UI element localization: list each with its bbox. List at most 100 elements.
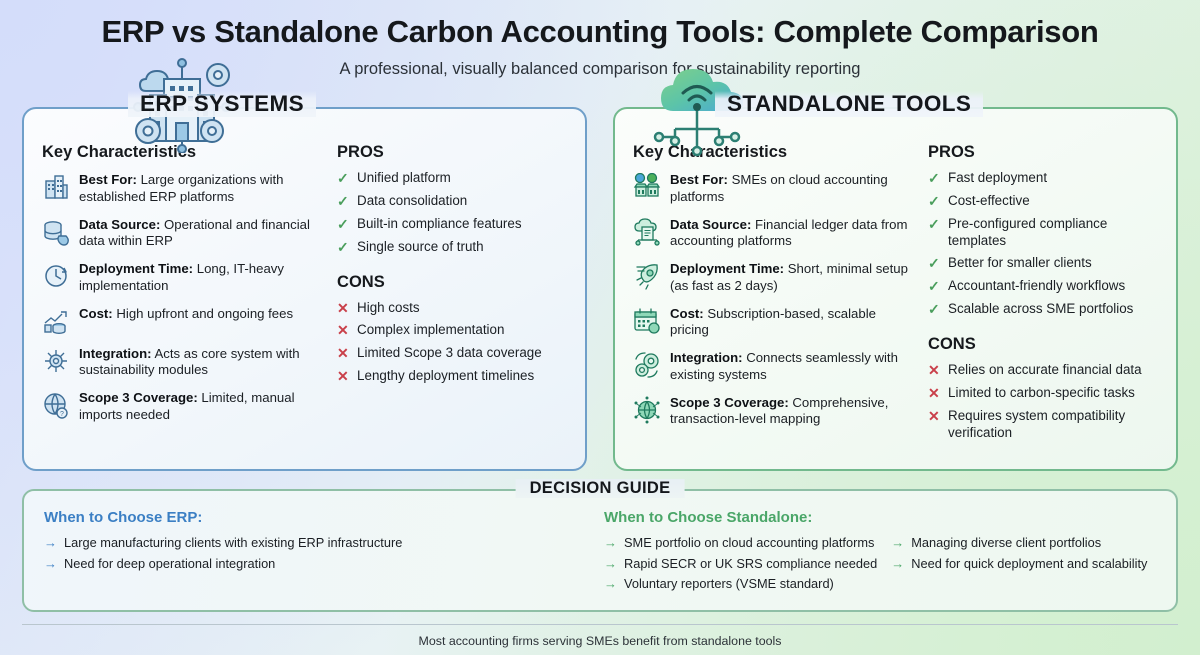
page-header: ERP vs Standalone Carbon Accounting Tool… bbox=[0, 0, 1200, 79]
erp-key-heading: Key Characteristics bbox=[42, 143, 197, 161]
database-money-icon bbox=[42, 218, 70, 246]
guide-list-item: →Voluntary reporters (VSME standard) bbox=[604, 576, 834, 592]
standalone-con-item: ✕Limited to carbon-specific tasks bbox=[928, 384, 1135, 401]
decision-guide-panel: DECISION GUIDE When to Choose ERP: →Larg… bbox=[22, 479, 1178, 612]
check-icon: ✓ bbox=[928, 192, 940, 209]
comparison-panels: ERP SYSTEMS Key Characteristics Best For… bbox=[0, 58, 1200, 471]
standalone-key-characteristics: Key Characteristics Best For: SMEs on cl… bbox=[633, 143, 914, 446]
cross-icon: ✕ bbox=[337, 322, 349, 339]
cross-icon: ✕ bbox=[337, 345, 349, 362]
globe-question-icon: ? bbox=[42, 391, 70, 419]
erp-panel-title: ERP SYSTEMS bbox=[128, 91, 317, 117]
guide-standalone-list-2: →Managing diverse client portfolios →Nee… bbox=[891, 534, 1147, 596]
footer-divider bbox=[22, 623, 1178, 625]
erp-key-item: ? Scope 3 Coverage: Limited, manual impo… bbox=[42, 390, 323, 424]
erp-key-item: Deployment Time: Long, IT-heavy implemen… bbox=[42, 261, 323, 295]
standalone-key-text: Deployment Time: Short, minimal setup (a… bbox=[670, 261, 908, 293]
arrow-icon: → bbox=[604, 576, 617, 592]
page-title: ERP vs Standalone Carbon Accounting Tool… bbox=[101, 14, 1099, 49]
standalone-key-item: Best For: SMEs on cloud accounting platf… bbox=[633, 172, 914, 206]
erp-panel: ERP SYSTEMS Key Characteristics Best For… bbox=[22, 58, 587, 471]
cross-icon: ✕ bbox=[337, 368, 349, 385]
erp-con-item: ✕High costs bbox=[337, 299, 420, 316]
erp-cons-heading: CONS bbox=[337, 272, 385, 291]
check-icon: ✓ bbox=[928, 278, 940, 295]
cross-icon: ✕ bbox=[928, 384, 940, 401]
erp-con-item: ✕Complex implementation bbox=[337, 322, 505, 339]
check-icon: ✓ bbox=[337, 238, 349, 255]
guide-erp-list: →Large manufacturing clients with existi… bbox=[44, 534, 600, 572]
check-icon: ✓ bbox=[337, 215, 349, 232]
guide-list-item: →Need for quick deployment and scalabili… bbox=[891, 555, 1148, 571]
erp-key-text: Best For: Large organizations with estab… bbox=[79, 172, 284, 204]
erp-pro-item: ✓Built-in compliance features bbox=[337, 215, 522, 232]
standalone-pro-item: ✓Fast deployment bbox=[928, 170, 1048, 186]
erp-key-item: Data Source: Operational and financial d… bbox=[42, 217, 323, 251]
standalone-key-item: Deployment Time: Short, minimal setup (a… bbox=[633, 261, 914, 295]
guide-list-item: →SME portfolio on cloud accounting platf… bbox=[604, 535, 875, 550]
shops-cloud-icon bbox=[633, 172, 661, 201]
arrow-icon: → bbox=[891, 535, 905, 550]
standalone-con-item: ✕Requires system compatibility verificat… bbox=[928, 407, 1126, 441]
erp-pros-cons: PROS ✓Unified platform ✓Data consolidati… bbox=[337, 143, 567, 435]
erp-pros-heading: PROS bbox=[337, 143, 384, 161]
standalone-cons-heading: CONS bbox=[928, 334, 976, 353]
standalone-pros-cons: PROS ✓Fast deployment ✓Cost-effective ✓P… bbox=[928, 143, 1158, 446]
erp-key-text: Integration: Acts as core system with su… bbox=[79, 345, 300, 378]
standalone-key-text: Cost: Subscription-based, scalable prici… bbox=[670, 305, 876, 338]
standalone-key-text: Integration: Connects seamlessly with ex… bbox=[670, 350, 898, 382]
erp-key-item: Integration: Acts as core system with su… bbox=[42, 346, 323, 380]
calendar-subscription-icon bbox=[633, 307, 661, 335]
standalone-key-item: Scope 3 Coverage: Comprehensive, transac… bbox=[633, 395, 914, 429]
erp-key-text: Deployment Time: Long, IT-heavy implemen… bbox=[79, 261, 284, 293]
cross-icon: ✕ bbox=[337, 299, 349, 316]
erp-key-item: Best For: Large organizations with estab… bbox=[42, 172, 323, 206]
standalone-pro-item: ✓Cost-effective bbox=[928, 192, 1030, 209]
check-icon: ✓ bbox=[928, 215, 940, 232]
growth-chart-coins-icon bbox=[42, 307, 70, 335]
erp-con-item: ✕Lengthy deployment timelines bbox=[337, 368, 535, 385]
erp-pro-item: ✓Data consolidation bbox=[337, 192, 468, 209]
standalone-panel-title: STANDALONE TOOLS bbox=[715, 91, 984, 117]
guide-erp-column: When to Choose ERP: →Large manufacturing… bbox=[44, 509, 600, 596]
globe-network-icon bbox=[633, 396, 661, 424]
arrow-icon: → bbox=[604, 555, 617, 571]
guide-standalone-column: When to Choose Standalone: →SME portfoli… bbox=[600, 509, 1156, 596]
arrow-icon: → bbox=[604, 535, 617, 550]
check-icon: ✓ bbox=[337, 192, 349, 209]
guide-standalone-list-1: →SME portfolio on cloud accounting platf… bbox=[604, 534, 877, 596]
guide-list-item: →Rapid SECR or UK SRS compliance needed bbox=[604, 555, 878, 571]
standalone-key-text: Data Source: Financial ledger data from … bbox=[670, 216, 908, 249]
erp-pro-item: ✓Unified platform bbox=[337, 170, 451, 186]
check-icon: ✓ bbox=[928, 300, 940, 317]
gears-sync-icon bbox=[633, 351, 661, 379]
standalone-pros-heading: PROS bbox=[928, 143, 975, 161]
network-hub-icon bbox=[42, 347, 70, 375]
erp-key-text: Scope 3 Coverage: Limited, manual import… bbox=[79, 390, 295, 422]
standalone-key-item: Integration: Connects seamlessly with ex… bbox=[633, 350, 914, 384]
arrow-icon: → bbox=[44, 535, 57, 550]
clock-icon bbox=[42, 262, 70, 290]
standalone-key-item: Data Source: Financial ledger data from … bbox=[633, 217, 914, 251]
standalone-panel: STANDALONE TOOLS Key Characteristics Bes… bbox=[613, 69, 1178, 471]
erp-key-item: Cost: High upfront and ongoing fees bbox=[42, 306, 323, 335]
decision-guide-title: DECISION GUIDE bbox=[515, 479, 685, 498]
cross-icon: ✕ bbox=[928, 361, 940, 378]
standalone-key-heading: Key Characteristics bbox=[633, 143, 788, 161]
standalone-key-text: Scope 3 Coverage: Comprehensive, transac… bbox=[670, 394, 889, 427]
guide-list-item: →Managing diverse client portfolios bbox=[891, 535, 1102, 550]
erp-key-text: Data Source: Operational and financial d… bbox=[79, 216, 310, 249]
erp-key-characteristics: Key Characteristics Best For: Large orga… bbox=[42, 143, 323, 435]
cloud-ledger-icon bbox=[633, 217, 661, 246]
guide-list-item: →Need for deep operational integration bbox=[44, 555, 276, 571]
erp-pro-item: ✓Single source of truth bbox=[337, 238, 484, 255]
standalone-key-item: Cost: Subscription-based, scalable prici… bbox=[633, 306, 914, 340]
rocket-icon bbox=[633, 262, 661, 290]
standalone-pro-item: ✓Scalable across SME portfolios bbox=[928, 300, 1134, 317]
guide-erp-heading: When to Choose ERP: bbox=[44, 509, 203, 526]
cross-icon: ✕ bbox=[928, 407, 940, 424]
guide-standalone-heading: When to Choose Standalone: bbox=[604, 509, 813, 526]
office-building-icon bbox=[42, 173, 70, 201]
footer-note: Most accounting firms serving SMEs benef… bbox=[418, 633, 782, 648]
standalone-key-text: Best For: SMEs on cloud accounting platf… bbox=[670, 172, 888, 204]
